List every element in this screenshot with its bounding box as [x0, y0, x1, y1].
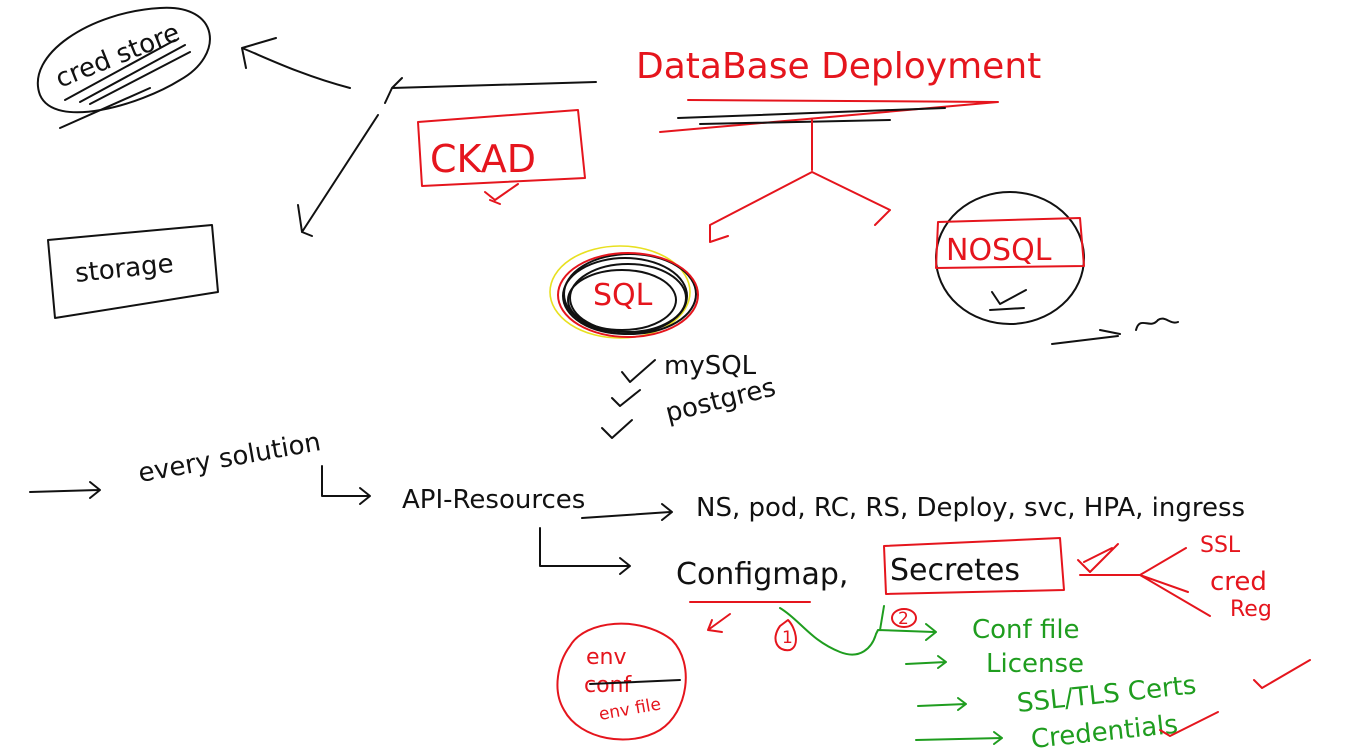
badge-2: 2: [898, 609, 909, 629]
title-underline-dark: [677, 107, 946, 125]
sql-ellipse-red: [557, 252, 699, 338]
arrow-every-solution: [29, 481, 101, 499]
ckad-check: [484, 183, 519, 205]
api-resources-label: API-Resources: [402, 485, 585, 515]
badge-2-shape: [891, 608, 917, 628]
secretes-box: [883, 537, 1065, 595]
secretes-check: [1077, 543, 1119, 573]
resource-list-label: NS, pod, RC, RS, Deploy, svc, HPA, ingre…: [696, 493, 1245, 523]
configmap-left-arrow: [707, 613, 731, 633]
secretes-branch: [1079, 547, 1211, 617]
arrow-ssl-tls: [917, 697, 967, 711]
solution-row: every solution API-Resources: [29, 427, 585, 515]
badge-1-shape: [774, 619, 797, 652]
ckad-label: CKAD: [430, 137, 536, 181]
env-file-label: env file: [597, 694, 662, 725]
arrow-to-cred-store: [241, 37, 351, 89]
arrow-configmap: [539, 527, 631, 575]
ckad-group: CKAD: [417, 109, 586, 205]
cred-store-group: cred store: [36, 6, 351, 129]
configmap-branches: 1 2 Conf file License SSL/TLS Certs Cred…: [707, 605, 1311, 755]
configmap-label: Configmap,: [676, 557, 848, 592]
check-postgres-2: [601, 419, 633, 439]
arrow-credentials: [915, 731, 1003, 745]
nosql-group: NOSQL: [935, 191, 1179, 345]
conf-file-label: Conf file: [972, 615, 1080, 645]
arrow-from-title: [384, 77, 597, 104]
check-postgres-1: [611, 389, 641, 407]
arrow-resources: [581, 503, 673, 521]
arrow-license: [905, 655, 947, 669]
env-circle: [556, 622, 687, 741]
every-solution-label: every solution: [136, 427, 323, 489]
config-row: Configmap, Secretes SSL cred Reg: [676, 533, 1272, 622]
credentials-label: Credentials: [1030, 710, 1180, 755]
page-title: DataBase Deployment: [636, 46, 1041, 87]
reg-label: Reg: [1230, 597, 1272, 622]
arrow-api-resources: [321, 465, 371, 505]
conf-label: conf: [584, 673, 632, 698]
resources-row: NS, pod, RC, RS, Deploy, svc, HPA, ingre…: [539, 493, 1245, 575]
env-group: env conf env file: [556, 622, 687, 741]
ssl-label: SSL: [1200, 533, 1241, 558]
sql-group: SQL: [549, 245, 699, 339]
sql-list: mySQL postgres: [601, 351, 779, 439]
storage-label: storage: [74, 249, 175, 289]
title-group: DataBase Deployment: [636, 46, 1041, 243]
green-wave: [779, 605, 937, 656]
cred-label: cred: [1210, 567, 1267, 597]
check-mysql: [621, 359, 656, 383]
sql-ellipse-2: [569, 263, 687, 333]
badge-1: 1: [782, 628, 793, 648]
secretes-label: Secretes: [890, 553, 1020, 588]
sql-label: SQL: [593, 278, 653, 313]
ckad-box: [417, 109, 586, 187]
storage-box: [47, 224, 219, 319]
cred-store-strike: [59, 39, 191, 129]
license-label: License: [986, 649, 1084, 679]
env-label: env: [586, 645, 627, 670]
nosql-label: NOSQL: [946, 233, 1052, 268]
conf-strike: [589, 679, 681, 685]
sql-ellipse-3: [567, 269, 677, 331]
ssl-tls-check: [1253, 659, 1311, 689]
title-branch: [709, 119, 891, 243]
sql-ellipse-yellow: [549, 245, 691, 339]
nosql-box: [935, 217, 1085, 269]
arrow-to-storage: [297, 114, 379, 237]
credentials-check: [1159, 711, 1219, 737]
nosql-check: [989, 289, 1027, 311]
nosql-note-arrow: [1051, 317, 1179, 345]
mysql-label: mySQL: [664, 351, 757, 381]
